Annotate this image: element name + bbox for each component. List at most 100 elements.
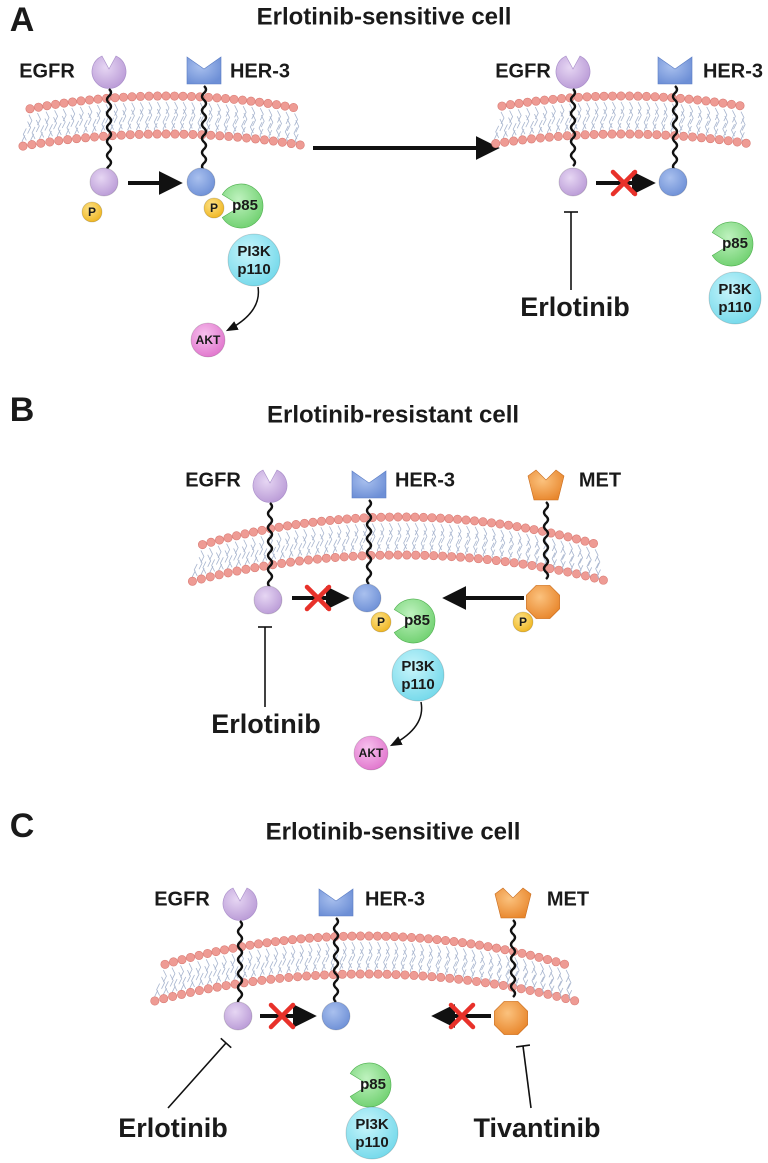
membrane-head-outer: [381, 931, 391, 941]
egfr-transmembrane: [569, 88, 577, 167]
membrane-head-outer: [299, 518, 309, 528]
membrane-head-outer: [338, 931, 348, 941]
phospho-label: P: [519, 615, 527, 629]
membrane-head-inner: [116, 130, 126, 140]
pi3k-label: PI3K: [718, 281, 752, 298]
p85-subunit: [221, 183, 264, 229]
membrane-head-inner: [402, 550, 412, 560]
akt-node: [353, 735, 389, 771]
membrane-head-outer: [229, 94, 239, 104]
membrane-head-inner: [688, 132, 698, 142]
phospho-badge: [203, 197, 225, 219]
membrane-head-inner: [589, 129, 599, 139]
membrane-head-inner: [250, 563, 260, 573]
egfr-extracellular-domain: [252, 469, 288, 503]
membrane-head-inner: [311, 970, 321, 980]
membrane-head-outer: [25, 104, 35, 114]
membrane-head-inner: [337, 969, 347, 979]
membrane-head-inner: [266, 974, 276, 984]
her3-extracellular-domain: [186, 56, 222, 85]
membrane-head-inner: [382, 969, 392, 979]
her3-label: HER-3: [395, 469, 455, 491]
p110-label: p110: [718, 299, 751, 316]
tivantinib-inhibition: [515, 1044, 532, 1109]
membrane-head-inner: [348, 551, 358, 561]
membrane-head-inner: [284, 972, 294, 982]
membrane-head-outer: [563, 532, 573, 542]
membrane-head-outer: [194, 950, 204, 960]
met-label: MET: [547, 888, 589, 910]
membrane-head-inner: [196, 574, 206, 584]
membrane-head-outer: [169, 957, 179, 967]
membrane-head-outer: [525, 950, 535, 960]
membrane-head-outer: [539, 95, 549, 105]
met-kinase: [526, 585, 560, 619]
membrane-head-outer: [350, 513, 360, 523]
membrane-head-outer: [701, 96, 711, 106]
membrane-head-inner: [518, 135, 528, 145]
membrane-head-inner: [562, 131, 572, 141]
membrane-head-inner: [616, 129, 626, 139]
membrane-head-outer: [136, 91, 146, 101]
membrane-head-inner: [364, 969, 374, 979]
membrane-head-inner: [598, 575, 608, 585]
membrane-head-outer: [531, 96, 541, 106]
phospho-label: P: [210, 201, 218, 215]
egfr-transmembrane: [105, 88, 113, 174]
membrane-head-inner: [634, 129, 644, 139]
membrane-head-inner: [277, 137, 287, 147]
membrane-head-inner: [545, 564, 555, 574]
p85-label: p85: [232, 197, 258, 214]
membrane-head-outer: [588, 538, 598, 548]
membrane-head-outer: [495, 519, 505, 529]
membrane-head-inner: [553, 131, 563, 141]
membrane-head-inner: [251, 134, 261, 144]
membrane-head-outer: [684, 94, 694, 104]
membrane-head-inner: [295, 556, 305, 566]
her3-kinase: [186, 167, 216, 197]
membrane-head-inner: [534, 987, 544, 997]
panel-letter-c: C: [10, 807, 35, 845]
membrane-head-outer: [500, 945, 510, 955]
p85-label: p85: [722, 235, 748, 252]
membrane-head-outer: [401, 512, 411, 522]
membrane-head-inner: [384, 550, 394, 560]
her3-transmembrane: [332, 917, 340, 1003]
membrane-head-inner: [436, 972, 446, 982]
p85-label: p85: [404, 612, 430, 629]
egfr-label: EGFR: [185, 469, 241, 491]
p85-subunit: [349, 1062, 392, 1108]
membrane-head-outer: [364, 931, 374, 941]
membrane-head-inner: [679, 131, 689, 141]
egfr-kinase: [89, 167, 119, 197]
akt-activation-arrow: [389, 701, 423, 747]
membrane-head-inner: [248, 977, 258, 987]
membrane-head-inner: [400, 970, 410, 980]
membrane-head-outer: [582, 92, 592, 102]
membrane-head-outer: [466, 939, 476, 949]
membrane-head-outer: [469, 516, 479, 526]
membrane-head-inner: [36, 138, 46, 148]
membrane-head-outer: [735, 101, 745, 111]
membrane-head-outer: [384, 512, 394, 522]
membrane-head-outer: [432, 935, 442, 945]
membrane-head-inner: [544, 132, 554, 142]
membrane-head-outer: [461, 515, 471, 525]
egfr-kinase: [558, 167, 588, 197]
membrane-head-inner: [241, 564, 251, 574]
membrane-head-inner: [375, 550, 385, 560]
membrane-head-outer: [709, 97, 719, 107]
egfr-kinase: [223, 1001, 253, 1031]
membrane-head-outer: [512, 522, 522, 532]
membrane-head-outer: [658, 92, 668, 102]
membrane-head-outer: [42, 101, 52, 111]
membrane-head-outer: [551, 957, 561, 967]
pi3k-p110-subunit: [345, 1106, 399, 1160]
her3-extracellular-domain: [351, 470, 387, 499]
egfr-extracellular-domain: [555, 55, 591, 89]
membrane-head-inner: [268, 136, 278, 146]
membrane-head-inner: [427, 972, 437, 982]
membrane-head-inner: [570, 996, 580, 1006]
membrane-head-inner: [429, 551, 439, 561]
membrane-head-outer: [406, 933, 416, 943]
